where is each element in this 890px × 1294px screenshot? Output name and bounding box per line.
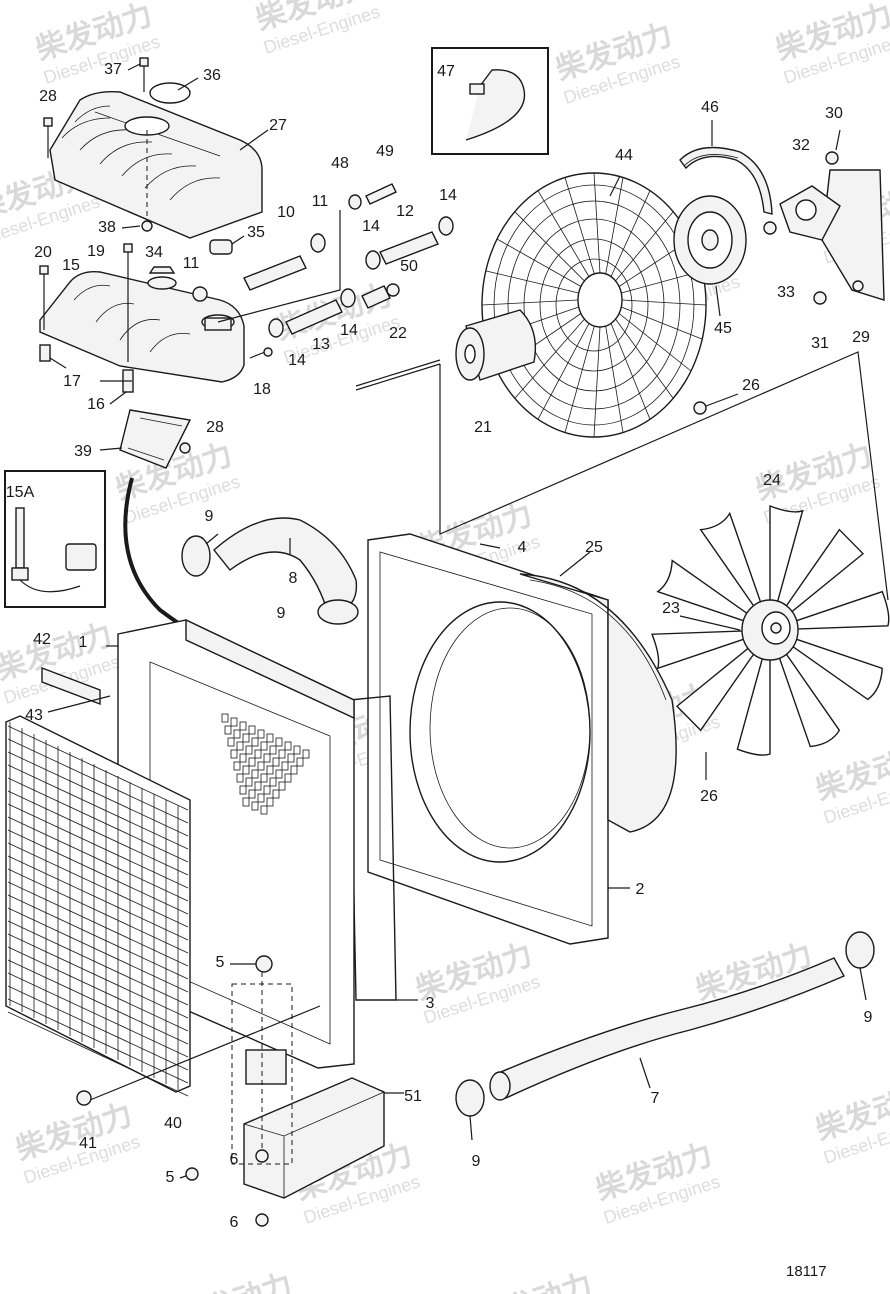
fan-shroud-part [367,533,677,945]
callout-51: 51 [404,1088,422,1105]
expansion-tank-part [39,239,273,393]
callout-23: 23 [662,600,680,617]
callout-49: 49 [376,143,394,160]
callout-13: 13 [312,336,330,353]
callout-15: 15 [62,257,80,274]
callout-11: 11 [183,255,200,272]
callout-19: 19 [87,243,105,260]
callout-21: 21 [474,419,492,436]
callout-45: 45 [714,320,732,337]
callout-39: 39 [74,443,92,460]
callout-26: 26 [742,377,760,394]
small-hoses-part [217,183,454,338]
callout-4: 4 [518,539,527,556]
callout-30: 30 [825,105,843,122]
callout-11: 11 [312,193,329,210]
callout-15A: 15A [6,484,35,501]
callout-27: 27 [269,117,287,134]
lower-hose-part [455,931,875,1117]
callout-38: 38 [98,219,116,236]
tensioner-bracket-part [763,151,885,305]
callout-3: 3 [426,995,435,1012]
callout-9: 9 [864,1009,873,1026]
callout-35: 35 [247,224,265,241]
callout-32: 32 [792,137,810,154]
callout-5: 5 [216,954,225,971]
callout-17: 17 [63,373,81,390]
callout-26: 26 [700,788,718,805]
callout-14: 14 [288,352,306,369]
callout-5: 5 [166,1169,175,1186]
callout-46: 46 [701,99,719,116]
callout-18: 18 [253,381,271,398]
callout-43: 43 [25,707,43,724]
callout-44: 44 [615,147,633,164]
fan-hub-part [355,309,537,391]
mounting-bracket-part [119,409,192,469]
callout-33: 33 [777,284,795,301]
inset-15A-box [4,470,106,608]
callout-2: 2 [636,881,645,898]
callout-37: 37 [104,61,122,78]
callout-6: 6 [230,1151,239,1168]
drawing-number: 18117 [786,1263,827,1280]
callout-14: 14 [362,218,380,235]
callout-16: 16 [87,396,105,413]
fan-guard-part [481,172,707,438]
callout-1: 1 [79,634,88,651]
callout-8: 8 [289,570,298,587]
callout-12: 12 [396,203,414,220]
callout-9: 9 [472,1153,481,1170]
watermark-brand: 柴发动力 [172,1267,297,1294]
callout-25: 25 [585,539,603,556]
callout-24: 24 [763,472,781,489]
callout-28: 28 [206,419,224,436]
callout-47: 47 [437,63,455,80]
front-grille-part [5,715,191,1097]
callout-31: 31 [811,335,829,352]
brand-plate-part [41,666,101,706]
callout-28: 28 [39,88,57,105]
callout-20: 20 [34,244,52,261]
belt-pulley-part [673,146,773,285]
callout-9: 9 [277,605,286,622]
radiator-cover-part [43,57,263,239]
callout-6: 6 [230,1214,239,1231]
callout-9: 9 [205,508,214,525]
callout-48: 48 [331,155,349,172]
callout-29: 29 [852,329,870,346]
callout-22: 22 [389,325,407,342]
callout-41: 41 [79,1135,97,1152]
inset-47-box [431,47,549,155]
callout-14: 14 [340,322,358,339]
callout-34: 34 [145,244,163,261]
callout-50: 50 [400,258,418,275]
callout-42: 42 [33,631,51,648]
upper-hose-part [181,517,359,625]
leader-lines [47,63,867,1179]
callout-36: 36 [203,67,221,84]
cooling-fan-part [651,504,890,756]
callout-7: 7 [651,1090,660,1107]
callout-14: 14 [439,187,457,204]
callout-10: 10 [277,204,295,221]
callout-40: 40 [164,1115,182,1132]
watermark-brand: 柴发动力 [472,1267,597,1294]
